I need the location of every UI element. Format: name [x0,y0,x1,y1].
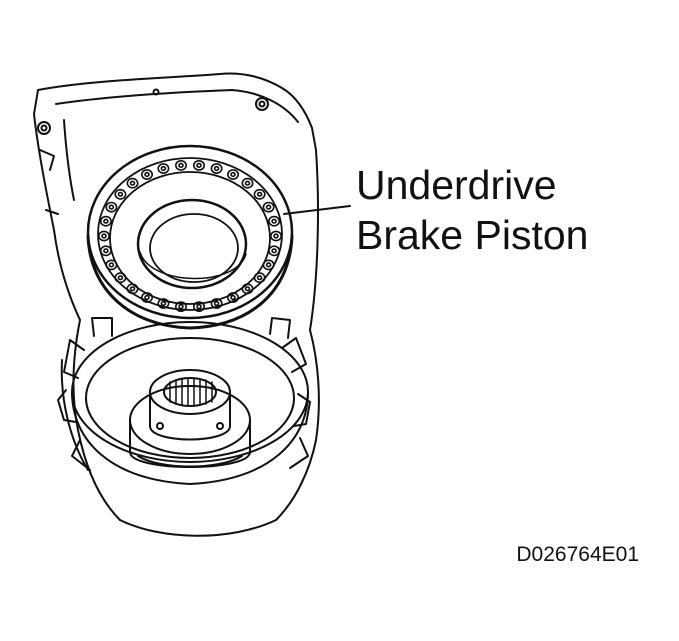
spring-center [103,218,109,224]
spring-center [108,204,115,210]
input-shaft [149,369,231,441]
spring-coil [262,259,275,271]
spring-coil [210,163,223,174]
spring-coil [99,245,112,257]
spring-coil [227,292,240,303]
callout-line-2: Brake Piston [356,212,589,258]
spring-center [101,233,107,239]
spring-center [265,262,272,268]
spring-center [213,165,220,172]
spring-coil [269,230,282,242]
part-callout-label: Underdrive Brake Piston [356,160,588,260]
spring-center [271,248,277,254]
spring-center [213,300,220,307]
spring-center [244,286,251,292]
callout-line-1: Underdrive [356,162,557,208]
spring-coil [175,301,188,312]
spring-center [265,204,272,210]
spring-coil [105,201,118,213]
spring-coil [253,272,266,284]
spring-coil [157,298,170,309]
spring-coil [126,177,139,189]
spring-center [244,180,251,186]
spring-coil [268,215,281,227]
spring-center [178,304,184,310]
spring-center [117,275,124,281]
spring-coil [175,159,188,171]
spring-center [108,262,115,268]
spring-coil [126,283,139,295]
spring-center [160,165,167,172]
callout-leader-line [283,205,351,215]
clutch-drum [57,317,311,485]
spring-coil [193,159,206,171]
transmission-case [33,72,320,537]
spring-center [196,162,202,168]
spring-center [256,275,263,281]
spring-center [271,218,277,224]
underdrive-brake-piston [86,144,294,330]
spring-coil [114,272,127,284]
spring-center [144,294,150,301]
spring-coil [105,259,118,271]
spring-coil [141,292,154,303]
spring-coil [227,169,240,180]
spring-coil [241,177,254,189]
spring-center [273,233,279,239]
spring-coil [141,169,154,180]
spring-coil [193,301,206,312]
spring-coil [262,201,275,213]
spring-coil [241,283,254,295]
spring-center [103,248,109,254]
return-springs [98,159,282,312]
spring-coil [99,215,112,227]
spring-center [230,171,236,178]
figure-code: D026764E01 [516,543,639,566]
spring-coil [98,230,111,242]
spring-center [178,162,184,168]
spring-center [230,294,236,301]
spring-center [117,191,124,197]
spring-center [196,304,202,310]
spring-center [129,180,136,186]
spring-coil [253,188,266,200]
spring-coil [157,163,170,174]
spring-coil [268,245,281,257]
spring-coil [114,188,127,200]
spring-center [256,191,263,197]
spring-center [160,300,167,307]
spring-center [129,286,136,292]
spring-coil [210,298,223,309]
spring-center [144,171,150,178]
